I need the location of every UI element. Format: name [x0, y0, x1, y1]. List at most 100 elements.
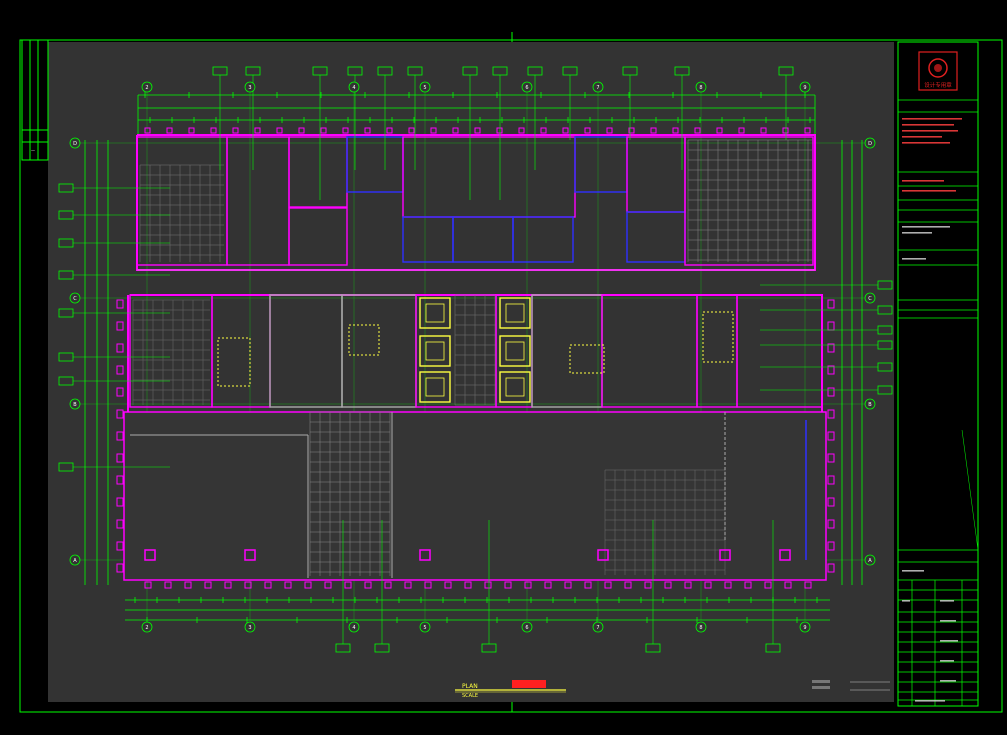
column [540, 127, 547, 134]
axis-bubble [799, 621, 811, 633]
column [504, 581, 512, 589]
axis-bubble [864, 292, 876, 304]
column [116, 563, 124, 573]
stair-hatches [217, 311, 734, 387]
column [474, 127, 481, 134]
column [166, 127, 173, 134]
column [738, 127, 745, 134]
column [784, 581, 792, 589]
binding-strip: — [21, 39, 49, 161]
title-highlight [512, 680, 546, 688]
column [116, 519, 124, 529]
column [827, 475, 835, 485]
column [364, 581, 372, 589]
axis-label: 3 [248, 625, 251, 631]
column [419, 549, 431, 561]
seal-logo-icon [928, 58, 948, 78]
top-dimension-ticks [144, 92, 811, 123]
axis-label: 3 [248, 85, 251, 91]
column [424, 581, 432, 589]
axis-label: 2 [145, 625, 148, 631]
text-mark [902, 130, 958, 132]
axis-label: 7 [596, 85, 599, 91]
column [344, 581, 352, 589]
axis-label: 9 [803, 85, 806, 91]
column [116, 431, 124, 441]
elevator-car [419, 371, 451, 403]
bottom-dimension-lines [125, 599, 830, 621]
column [408, 127, 415, 134]
column [644, 581, 652, 589]
column [144, 581, 152, 589]
column [210, 127, 217, 134]
axis-bubble [799, 81, 811, 93]
column [144, 127, 151, 134]
axis-label: D [868, 141, 872, 147]
column [694, 127, 701, 134]
axis-bubble [348, 621, 360, 633]
column [188, 127, 195, 134]
top-right-ceiling-grid [687, 139, 812, 262]
column [684, 581, 692, 589]
column [827, 431, 835, 441]
column [719, 549, 731, 561]
column [116, 453, 124, 463]
axis-label: 9 [803, 625, 806, 631]
column [116, 321, 124, 331]
middle-core [129, 294, 823, 408]
axis-bubble [348, 81, 360, 93]
column [827, 365, 835, 375]
axis-label: B [73, 402, 77, 408]
text-mark [902, 258, 926, 260]
top-rooms [136, 136, 814, 266]
axis-label: 6 [525, 625, 528, 631]
elevator-car [499, 297, 531, 329]
column [650, 127, 657, 134]
title-block-text-marks [902, 118, 962, 702]
column [827, 497, 835, 507]
axis-label: 7 [596, 625, 599, 631]
text-mark [902, 124, 954, 126]
column [724, 581, 732, 589]
column [116, 299, 124, 309]
axis-bubble [521, 81, 533, 93]
column [116, 497, 124, 507]
column [716, 127, 723, 134]
column [779, 549, 791, 561]
column [116, 541, 124, 551]
column [760, 127, 767, 134]
title-block-panel[interactable]: 设计专用章 [897, 41, 979, 707]
column [518, 127, 525, 134]
column [364, 127, 371, 134]
core-ceiling-grid [132, 294, 726, 575]
column [564, 581, 572, 589]
top-dimension-lines [137, 94, 816, 135]
axis-bubble [695, 621, 707, 633]
column [184, 581, 192, 589]
column [244, 581, 252, 589]
column [524, 581, 532, 589]
column [452, 127, 459, 134]
column [584, 127, 591, 134]
column [624, 581, 632, 589]
text-mark [940, 620, 956, 622]
column [164, 581, 172, 589]
column [324, 581, 332, 589]
axis-bubble [592, 621, 604, 633]
column [672, 127, 679, 134]
elevator-inner [425, 377, 445, 397]
title-block-frame [897, 41, 979, 707]
column [116, 475, 124, 485]
column [744, 581, 752, 589]
text-mark [902, 118, 962, 120]
elevator-shafts [419, 297, 531, 403]
scale-label: SCALE [462, 693, 478, 699]
bottom-dimension-ticks [134, 597, 818, 623]
elevator-car [419, 335, 451, 367]
elevator-inner [505, 303, 525, 323]
plan-label: PLAN [462, 683, 478, 690]
elevator-inner [425, 341, 445, 361]
